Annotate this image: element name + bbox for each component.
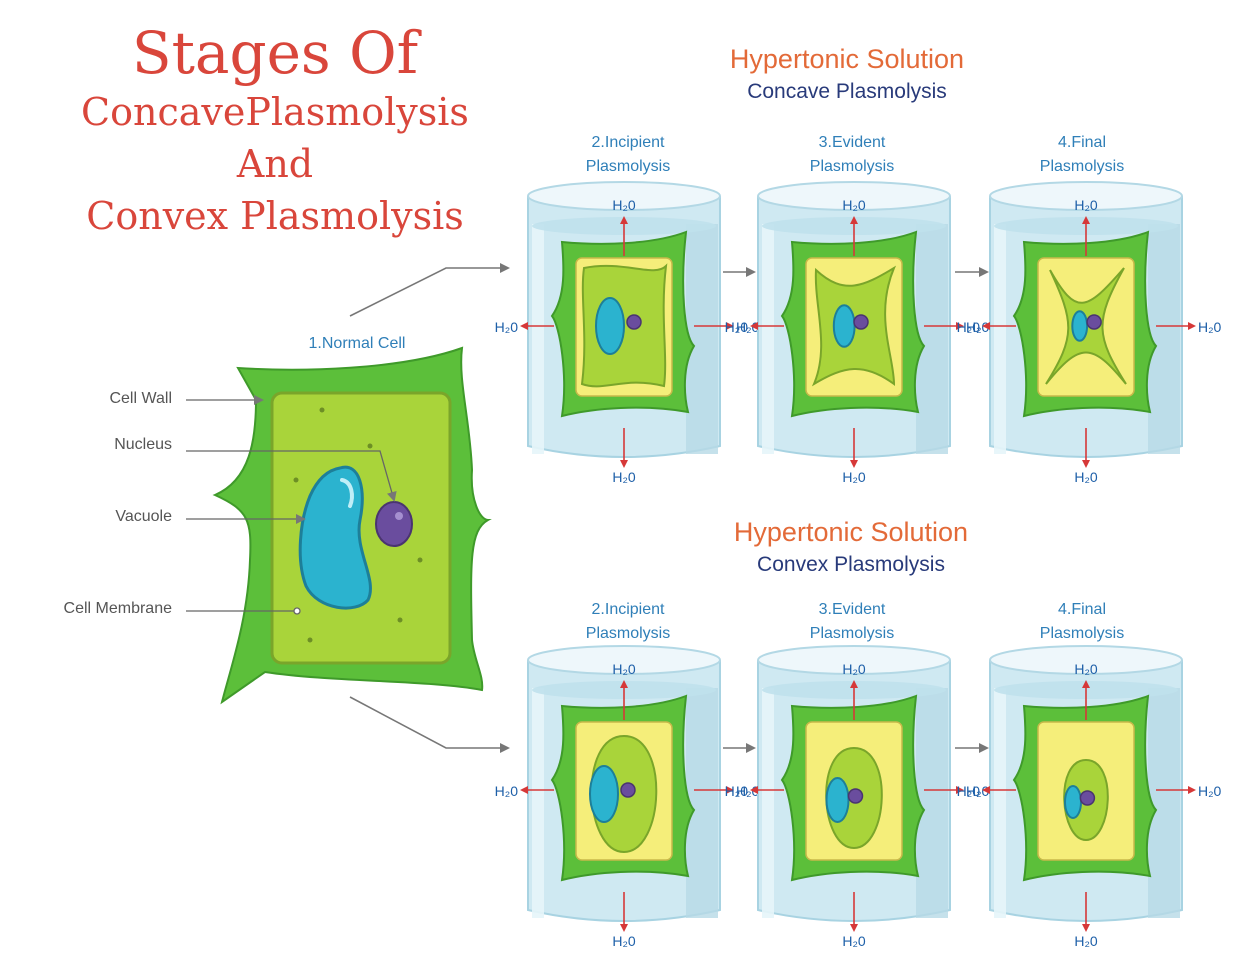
water-label-top: H₂0 bbox=[842, 661, 866, 677]
convex-header: Hypertonic Solution Convex Plasmolysis bbox=[651, 515, 1051, 581]
water-label-left: H₂0 bbox=[957, 319, 981, 335]
branch-arrows bbox=[349, 263, 989, 753]
water-label-top: H₂0 bbox=[1074, 197, 1098, 213]
concave-solution-label: Hypertonic Solution bbox=[729, 44, 965, 74]
convex-stage-4-label: 4.Final Plasmolysis bbox=[1039, 601, 1125, 642]
water-label-bottom: H₂0 bbox=[842, 933, 866, 949]
nucleus-label: Nucleus bbox=[114, 436, 172, 453]
water-label-left: H₂0 bbox=[725, 319, 749, 335]
convex-type-label: Convex Plasmolysis bbox=[757, 553, 945, 576]
nucleus bbox=[626, 314, 642, 330]
beaker-rim bbox=[757, 181, 951, 211]
nucleus bbox=[620, 782, 636, 798]
vacuole bbox=[1071, 310, 1089, 342]
normal-cell bbox=[212, 346, 492, 705]
convex-stage-3-label: 3.Evident Plasmolysis bbox=[809, 601, 895, 642]
water-label-right: H₂0 bbox=[1198, 783, 1222, 799]
cell-membrane-label: Cell Membrane bbox=[63, 600, 172, 617]
water-label-top: H₂0 bbox=[612, 197, 636, 213]
beaker-rim bbox=[989, 181, 1183, 211]
normal-cytoplasm bbox=[270, 391, 452, 665]
water-label-left: H₂0 bbox=[495, 319, 519, 335]
water-label-top: H₂0 bbox=[612, 661, 636, 677]
water-label-bottom: H₂0 bbox=[1074, 933, 1098, 949]
vacuole bbox=[825, 777, 850, 823]
concave-header: Hypertonic Solution Concave Plasmolysis bbox=[647, 42, 1047, 108]
beaker-rim bbox=[527, 645, 721, 675]
water-label-left: H₂0 bbox=[957, 783, 981, 799]
concave-stage-2-label: 2.Incipient Plasmolysis bbox=[585, 134, 671, 175]
water-label-bottom: H₂0 bbox=[842, 469, 866, 485]
water-label-top: H₂0 bbox=[842, 197, 866, 213]
diagram-title: Stages Of ConcavePlasmolysis And Convex … bbox=[60, 20, 490, 242]
concave-stage-4-label: 4.Final Plasmolysis bbox=[1039, 134, 1125, 175]
nucleus bbox=[853, 314, 869, 330]
title-line-3: And bbox=[236, 142, 314, 186]
concave-type-label: Concave Plasmolysis bbox=[747, 80, 947, 103]
beaker-rim bbox=[989, 645, 1183, 675]
normal-nucleus bbox=[375, 501, 413, 547]
concave-stage-3-label: 3.Evident Plasmolysis bbox=[809, 134, 895, 175]
beaker-rim bbox=[527, 181, 721, 211]
water-label-left: H₂0 bbox=[495, 783, 519, 799]
water-label-left: H₂0 bbox=[725, 783, 749, 799]
title-line-1: Stages Of bbox=[131, 19, 419, 87]
vacuole-label: Vacuole bbox=[115, 508, 172, 525]
part-pointers bbox=[186, 395, 397, 615]
nucleus bbox=[847, 788, 864, 804]
convex-solution-label: Hypertonic Solution bbox=[733, 517, 969, 547]
title-line-4: Convex Plasmolysis bbox=[86, 194, 464, 238]
water-label-bottom: H₂0 bbox=[612, 933, 636, 949]
convex-stage-2-label: 2.Incipient Plasmolysis bbox=[585, 601, 671, 642]
water-label-bottom: H₂0 bbox=[1074, 469, 1098, 485]
vacuole bbox=[832, 304, 856, 348]
normal-cell-label: 1.Normal Cell bbox=[308, 335, 406, 352]
vacuole bbox=[589, 765, 619, 823]
nucleus bbox=[1079, 790, 1096, 806]
cell-wall-label: Cell Wall bbox=[109, 390, 172, 407]
water-label-bottom: H₂0 bbox=[612, 469, 636, 485]
vacuole bbox=[1064, 785, 1082, 819]
water-label-top: H₂0 bbox=[1074, 661, 1098, 677]
title-line-2: ConcavePlasmolysis bbox=[81, 90, 469, 134]
water-label-right: H₂0 bbox=[1198, 319, 1222, 335]
vacuole bbox=[595, 297, 625, 355]
nucleus bbox=[1086, 314, 1102, 330]
beaker-rim bbox=[757, 645, 951, 675]
